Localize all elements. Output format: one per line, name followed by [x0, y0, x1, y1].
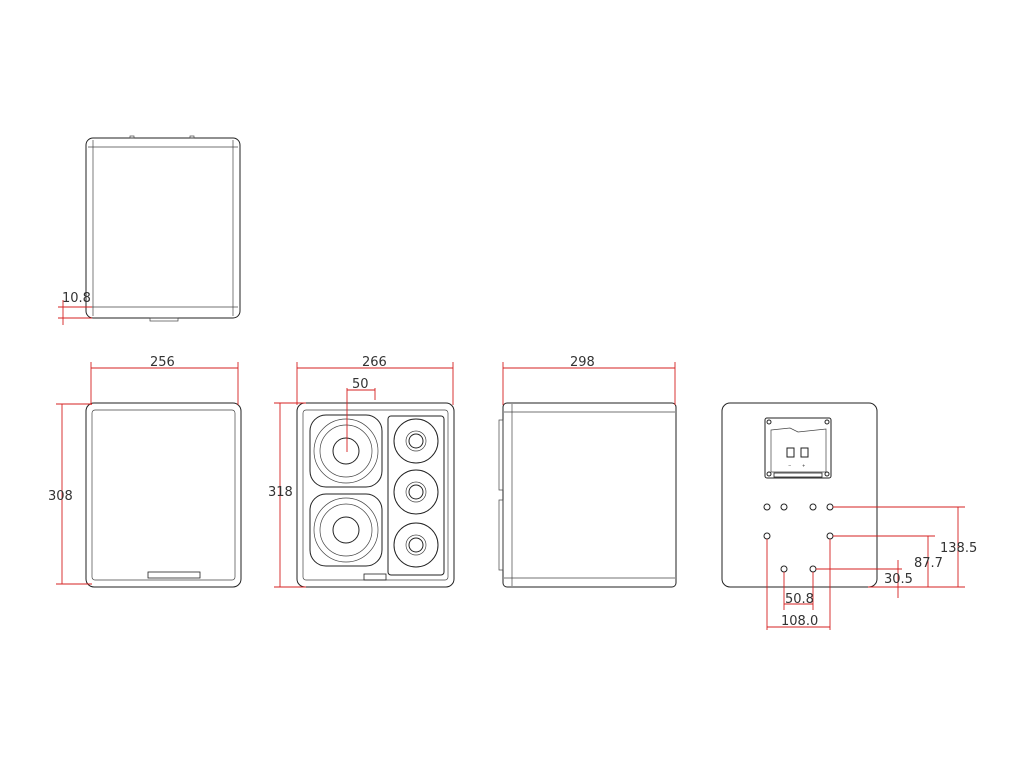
terminal-plate: − +	[764, 417, 832, 479]
back-view: − +	[721, 402, 878, 588]
dim-label-256: 256	[150, 355, 175, 370]
dimension-baffle-width: 266	[296, 355, 454, 405]
tweeters	[393, 418, 439, 568]
dimension-depth: 298	[502, 355, 676, 405]
dim-label-308: 308	[48, 489, 73, 504]
dim-label-138-5: 138.5	[940, 541, 977, 556]
tweeter-panel	[387, 415, 445, 576]
woofer-upper	[309, 414, 383, 488]
dim-label-10-8: 10.8	[62, 291, 91, 306]
mounting-holes	[763, 503, 834, 573]
dim-label-50: 50	[352, 377, 369, 392]
dim-label-87-7: 87.7	[914, 556, 943, 571]
dim-label-50-8: 50.8	[785, 592, 814, 607]
brand-badge	[147, 571, 201, 579]
dim-label-108-0: 108.0	[781, 614, 818, 629]
terminal-negative: −	[788, 463, 791, 468]
side-view	[498, 402, 677, 588]
dim-label-318: 318	[268, 485, 293, 500]
front-driver-view	[296, 402, 455, 588]
dim-label-298: 298	[570, 355, 595, 370]
dimension-front-height: 308	[48, 403, 92, 585]
terminal-positive: +	[802, 463, 805, 468]
dimension-front-width: 256	[90, 355, 239, 405]
dimension-top-foot: 10.8	[58, 291, 92, 325]
dim-label-266: 266	[362, 355, 387, 370]
top-view	[85, 135, 241, 322]
front-grille-view	[85, 402, 242, 588]
back-dimensions: 138.5 87.7 30.5 50.8 108.0	[766, 506, 977, 630]
dimension-baffle-height: 318	[268, 402, 306, 588]
dimension-driver-offset: 50	[346, 377, 376, 452]
woofer-lower	[309, 493, 383, 567]
dim-label-30-5: 30.5	[884, 572, 913, 587]
